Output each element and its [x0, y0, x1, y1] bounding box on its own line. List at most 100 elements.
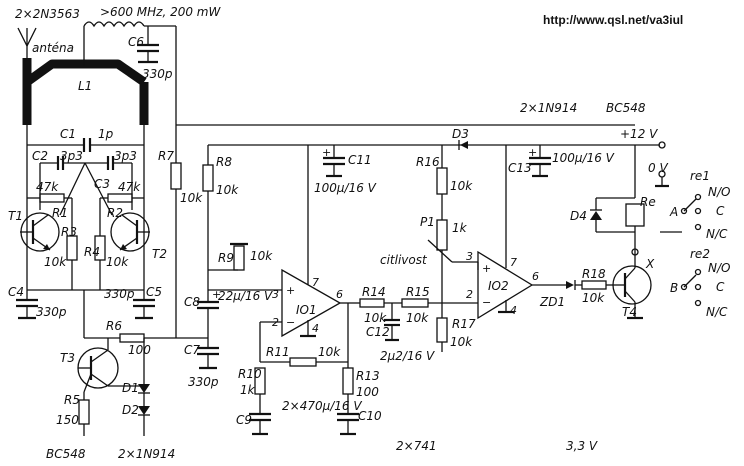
- relay-contact-re2: [680, 268, 702, 307]
- capacitor-c8: [197, 290, 219, 338]
- r2-value: 47k: [118, 180, 141, 194]
- x-label: X: [645, 257, 655, 271]
- t4-label: T4: [622, 305, 637, 319]
- r8-value: 10k: [216, 183, 239, 197]
- c7-label: C7: [184, 343, 200, 357]
- r3-label: R3: [61, 225, 77, 239]
- capacitor-c10: [337, 412, 359, 436]
- capacitor-c3: [85, 156, 132, 170]
- c7-value: 330p: [188, 375, 219, 389]
- c4-value: 330p: [36, 305, 67, 319]
- io1-plus: +: [286, 284, 295, 297]
- c6-value: 330p: [142, 67, 173, 81]
- header-url: http://www.qsl.net/va3iul: [543, 13, 683, 27]
- diode-d4: [590, 198, 602, 232]
- c5-value: 330p: [104, 287, 135, 301]
- r15-value: 10k: [406, 311, 429, 325]
- io1-label: IO1: [296, 303, 317, 317]
- c11-label: C11: [348, 153, 372, 167]
- footer-diodes: 2×1N914: [118, 447, 175, 461]
- transistor-t4: [612, 240, 652, 320]
- capacitor-c2: [40, 156, 85, 170]
- io2-plus: +: [482, 262, 491, 275]
- c13-label: C13: [508, 161, 532, 175]
- resistor-r5: [78, 392, 90, 436]
- resistor-r3: [66, 198, 78, 290]
- diode-d3: [458, 140, 468, 150]
- resistor-r6: [83, 290, 176, 343]
- t3-label: T3: [60, 351, 75, 365]
- r6-label: R6: [106, 319, 122, 333]
- relay-coil: [625, 203, 645, 240]
- io1-pin4: 4: [312, 322, 319, 335]
- re2-no: N/O: [708, 261, 730, 275]
- io2-pin6: 6: [532, 270, 539, 283]
- io1-minus: −: [286, 316, 295, 329]
- c1-value: 1p: [98, 127, 114, 141]
- re2-c: C: [716, 280, 725, 294]
- header-spec: >600 MHz, 200 mW: [100, 5, 221, 19]
- capacitor-c12: [384, 303, 400, 342]
- resistor-r16: [436, 145, 448, 220]
- opamp-io1: [208, 145, 356, 362]
- c13-value: 100μ/16 V: [552, 151, 615, 165]
- r13-value: 100: [356, 385, 379, 399]
- c4-label: C4: [8, 285, 24, 299]
- diode-d2: [138, 393, 150, 436]
- transistor-t2: [110, 212, 150, 252]
- resistor-r9: [208, 242, 248, 271]
- r4-value: 10k: [106, 255, 129, 269]
- inductor-l1: [22, 58, 149, 125]
- c3-label: C3: [94, 177, 110, 191]
- capacitor-c6: [137, 26, 159, 64]
- re2-label: re2: [690, 247, 710, 261]
- antenna-symbol: [17, 27, 37, 58]
- terminal-x: [631, 248, 639, 256]
- opamp-io2: [477, 145, 566, 320]
- contact-b-label: B: [670, 281, 678, 295]
- c2-label: C2: [32, 149, 48, 163]
- io2-pin3: 3: [466, 250, 473, 263]
- d3-label: D3: [452, 127, 469, 141]
- resistor-r13: [342, 303, 354, 414]
- resistor-r15: [401, 298, 478, 308]
- c8-plus: +: [212, 288, 221, 301]
- resistor-r1: [27, 193, 72, 203]
- re-label: Re: [640, 195, 656, 209]
- c2-value: 3p3: [60, 149, 83, 163]
- header-transistors: 2×2N3563: [15, 7, 80, 21]
- c13-plus: +: [528, 146, 537, 159]
- r1-label: R1: [52, 206, 68, 220]
- plus12-label: +12 V: [620, 127, 658, 141]
- footer-zd: 3,3 V: [566, 439, 598, 453]
- c12-value: 2μ2/16 V: [380, 349, 435, 363]
- io1-pin3: 3: [272, 288, 279, 301]
- citlivost-label: citlivost: [380, 253, 428, 267]
- re1-label: re1: [690, 169, 710, 183]
- r8-label: R8: [216, 155, 232, 169]
- c9c10-value: 2×470μ/16 V: [282, 399, 362, 413]
- rf-choke: [83, 21, 177, 125]
- zd1-label: ZD1: [539, 295, 565, 309]
- r11-value: 10k: [318, 345, 341, 359]
- capacitor-c7: [197, 338, 219, 370]
- c10-label: C10: [358, 409, 382, 423]
- wire-cross-a: [59, 162, 86, 216]
- r18-label: R18: [582, 267, 606, 281]
- re2-nc: N/C: [706, 305, 728, 319]
- r18-value: 10k: [582, 291, 605, 305]
- r3-value: 10k: [44, 255, 67, 269]
- capacitor-c1: [27, 138, 144, 152]
- resistor-r2: [100, 193, 144, 203]
- d2-label: D2: [122, 403, 139, 417]
- r5-label: R5: [64, 393, 80, 407]
- p1-value: 1k: [452, 221, 468, 235]
- r6-value: 100: [128, 343, 151, 357]
- resistor-r4: [94, 198, 106, 290]
- r11-label: R11: [266, 345, 290, 359]
- capacitor-c9: [249, 412, 271, 436]
- c9-label: C9: [236, 413, 252, 427]
- c11-value: 100μ/16 V: [314, 181, 377, 195]
